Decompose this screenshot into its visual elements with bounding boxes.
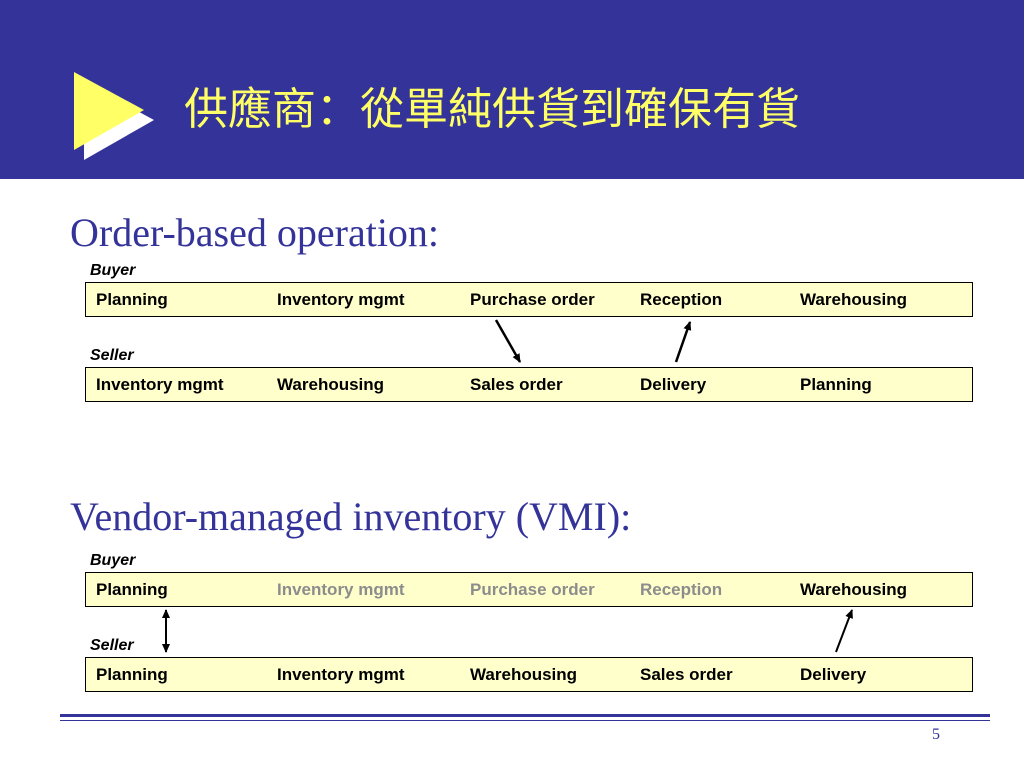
process-step: Purchase order (470, 290, 595, 309)
process-step-dimmed: Inventory mgmt (277, 580, 405, 599)
buyer-process-row: Planning Inventory mgmt Purchase order R… (85, 572, 973, 607)
play-icon (74, 72, 154, 160)
process-step: Delivery (640, 375, 707, 394)
process-step: Sales order (640, 665, 733, 684)
footer-divider-thin (60, 720, 990, 721)
process-step-dimmed: Purchase order (470, 580, 595, 599)
process-step: Planning (96, 580, 168, 599)
process-step: Inventory mgmt (277, 290, 405, 309)
buyer-label: Buyer (90, 262, 136, 279)
seller-label: Seller (90, 347, 134, 364)
header-bar: 供應商：從單純供貨到確保有貨 (0, 0, 1024, 179)
seller-process-row: Inventory mgmt Warehousing Sales order D… (85, 367, 973, 402)
seller-process-row: Planning Inventory mgmt Warehousing Sale… (85, 657, 973, 692)
process-step: Warehousing (277, 375, 385, 394)
process-step-dimmed: Reception (640, 580, 723, 599)
process-step: Warehousing (800, 290, 908, 309)
process-step: Warehousing (470, 665, 578, 684)
section-heading-vmi: Vendor-managed inventory (VMI): (70, 494, 632, 539)
process-step: Planning (800, 375, 872, 394)
process-step: Sales order (470, 375, 563, 394)
delivery-to-warehousing-arrow (835, 609, 853, 653)
buyer-label: Buyer (90, 552, 136, 569)
process-step: Warehousing (800, 580, 908, 599)
section-heading-order-based: Order-based operation: (70, 210, 440, 255)
purchase-to-sales-order-arrow (494, 319, 522, 363)
page-title: 供應商：從單純供貨到確保有貨 (184, 84, 800, 135)
page-number: 5 (932, 726, 940, 743)
process-step: Planning (96, 290, 168, 309)
process-step: Inventory mgmt (277, 665, 405, 684)
process-step: Inventory mgmt (96, 375, 224, 394)
process-step: Planning (96, 665, 168, 684)
buyer-process-row: Planning Inventory mgmt Purchase order R… (85, 282, 973, 317)
footer-divider-thick (60, 714, 990, 717)
process-step: Reception (640, 290, 723, 309)
seller-label: Seller (90, 637, 134, 654)
process-step: Delivery (800, 665, 867, 684)
delivery-to-reception-arrow (674, 321, 692, 363)
